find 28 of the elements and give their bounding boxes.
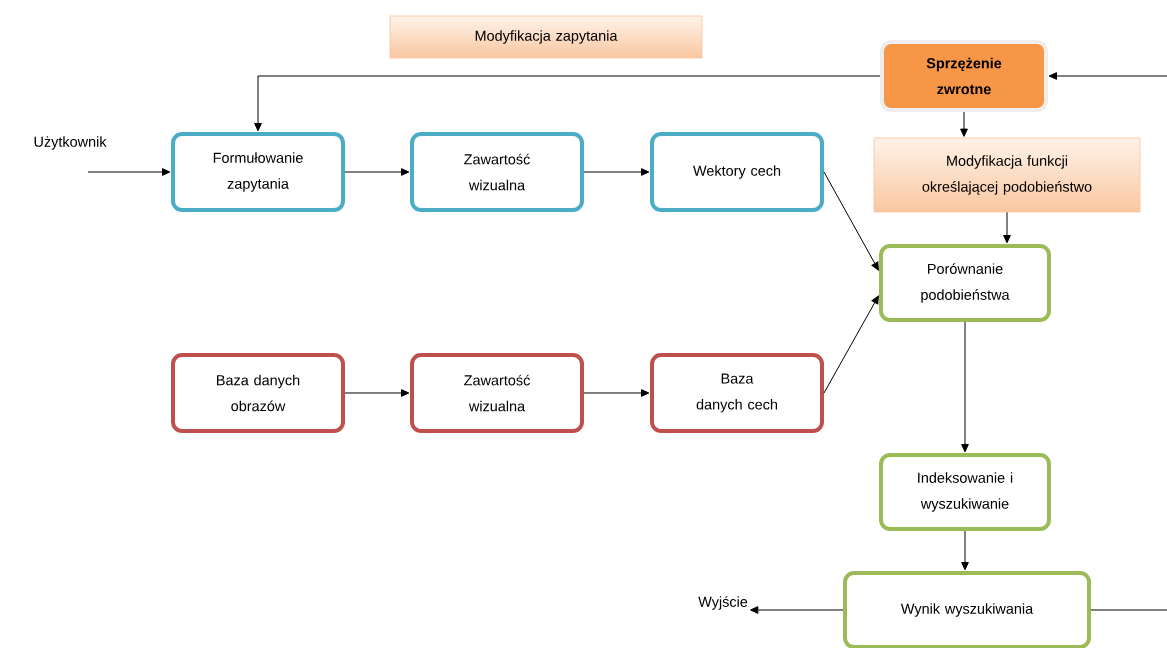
arrow bbox=[961, 321, 969, 453]
process-box: Wynik wyszukiwania bbox=[843, 571, 1091, 648]
process-box: Baza danych cech bbox=[650, 353, 824, 433]
feedback-box: Sprzężenie zwrotne bbox=[880, 40, 1048, 112]
arrow bbox=[960, 111, 968, 137]
process-box: Baza danych obrazów bbox=[171, 353, 345, 433]
process-box: Zawartość wizualna bbox=[410, 353, 584, 433]
source-label: Użytkownik bbox=[34, 136, 107, 150]
arrow bbox=[750, 606, 844, 614]
arrow bbox=[344, 168, 410, 176]
arrow bbox=[254, 75, 881, 132]
process-box: Formułowanie zapytania bbox=[171, 132, 345, 212]
process-box: Indeksowanie i wyszukiwanie bbox=[879, 453, 1051, 531]
note-box: Modyfikacja zapytania bbox=[389, 15, 703, 59]
process-box: Wektory cech bbox=[650, 132, 824, 212]
arrow bbox=[87, 168, 171, 176]
process-box: Zawartość wizualna bbox=[410, 132, 584, 212]
arrow bbox=[1003, 211, 1011, 244]
arrow bbox=[961, 530, 969, 571]
process-box: Porównanie podobieństwa bbox=[879, 244, 1051, 322]
output-label: Wyjście bbox=[698, 596, 748, 610]
arrow bbox=[823, 295, 879, 394]
arrow bbox=[583, 168, 650, 176]
arrow bbox=[344, 389, 410, 397]
arrow bbox=[1048, 72, 1167, 80]
note-box: Modyfikacja funkcji określającej podobieństwo bbox=[873, 137, 1141, 213]
arrow bbox=[583, 389, 650, 397]
arrow bbox=[823, 171, 879, 271]
